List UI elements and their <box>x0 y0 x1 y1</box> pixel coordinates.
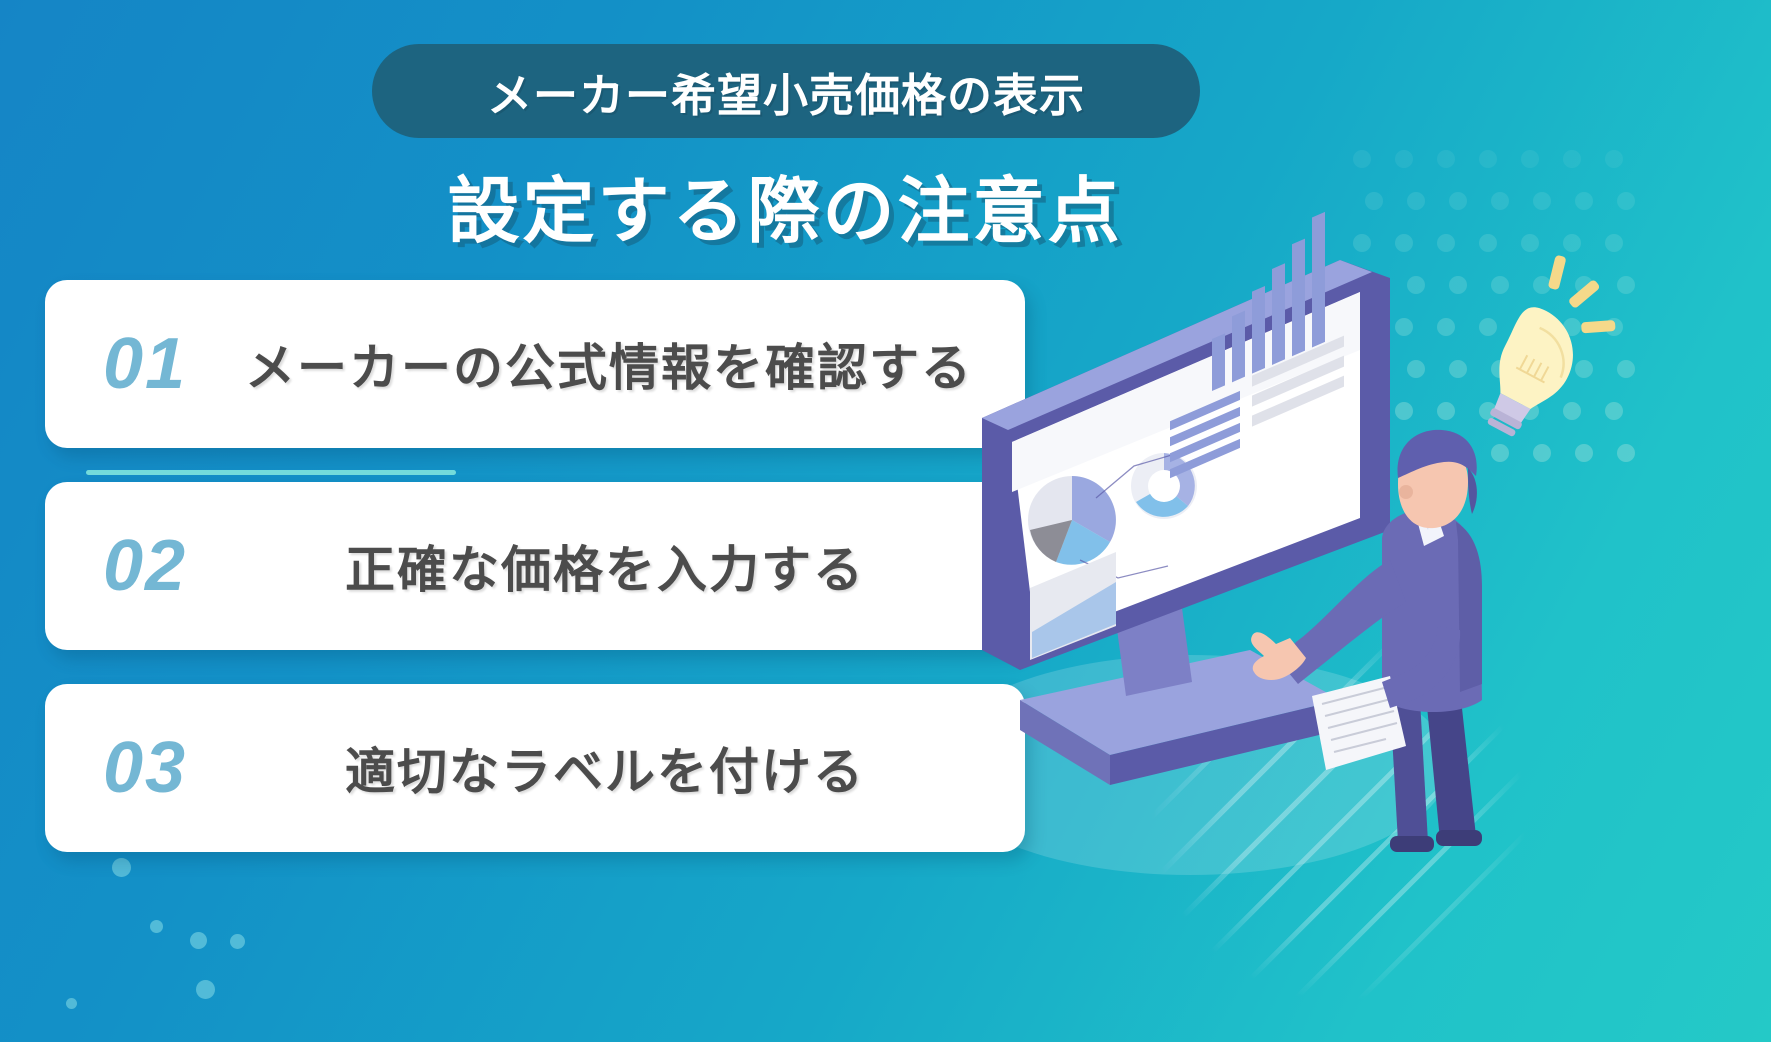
decor-dot <box>190 932 207 949</box>
screen-area-chart <box>1030 552 1116 660</box>
decor-dot <box>1437 402 1455 420</box>
decor-dot <box>1617 360 1635 378</box>
decor-dot <box>1353 150 1371 168</box>
list-item-number: 02 <box>102 526 188 606</box>
decor-dot <box>66 998 77 1009</box>
list-item-number: 01 <box>102 324 188 404</box>
decor-dot <box>1617 276 1635 294</box>
decor-dot <box>1395 402 1413 420</box>
decor-dot <box>1437 318 1455 336</box>
decor-dot <box>1479 318 1497 336</box>
decor-dot <box>1605 402 1623 420</box>
header-badge: メーカー希望小売価格の表示 <box>372 44 1200 138</box>
screen-text-lines <box>1170 335 1344 479</box>
header-badge-label: メーカー希望小売価格の表示 <box>486 69 1085 121</box>
list-item-label: 適切なラベルを付ける <box>345 744 865 800</box>
list-item-03: 03 適切なラベルを付ける <box>45 684 1025 852</box>
decor-dot <box>1491 276 1509 294</box>
list-item-label: 正確な価格を入力する <box>345 542 865 598</box>
idea-lightbulb <box>1487 255 1616 437</box>
decor-dot <box>1449 192 1467 210</box>
decor-dot <box>1617 444 1635 462</box>
decor-dot <box>1479 150 1497 168</box>
document-paper <box>1312 676 1406 770</box>
decor-dot <box>1491 192 1509 210</box>
illustration-businessman-dashboard <box>920 211 1680 870</box>
decor-dot <box>1449 276 1467 294</box>
decor-dot <box>112 858 131 877</box>
decor-dot <box>1563 150 1581 168</box>
decor-dot <box>1395 234 1413 252</box>
decor-dot <box>1365 192 1383 210</box>
decor-dot <box>1605 150 1623 168</box>
decor-dot <box>1521 234 1539 252</box>
decor-dot <box>1437 150 1455 168</box>
decor-dot <box>1353 234 1371 252</box>
decor-dot <box>1575 444 1593 462</box>
decor-dot <box>1395 318 1413 336</box>
businessman-figure <box>1251 429 1482 852</box>
page-title: 設定する際の注意点 <box>447 172 1123 252</box>
decor-dot <box>1407 360 1425 378</box>
decor-dot <box>1563 318 1581 336</box>
decor-dot <box>150 920 163 933</box>
decor-dot <box>230 934 245 949</box>
decor-dot <box>1521 150 1539 168</box>
decor-dot <box>1563 402 1581 420</box>
screen-pie-chart <box>1028 476 1116 565</box>
decor-dot <box>1533 444 1551 462</box>
decor-dot <box>1533 192 1551 210</box>
desktop-monitor <box>982 211 1390 670</box>
decor-dot <box>1407 192 1425 210</box>
decor-dot <box>1479 234 1497 252</box>
screen-bar-chart <box>1212 211 1325 392</box>
list-item-number: 03 <box>102 728 188 808</box>
decor-dot <box>1491 444 1509 462</box>
decor-dot <box>1395 150 1413 168</box>
decor-dot <box>1575 192 1593 210</box>
list-item-02: 02 正確な価格を入力する <box>45 482 1025 650</box>
lightbulb-rays <box>1548 255 1616 334</box>
decor-dot <box>1437 234 1455 252</box>
decor-dot <box>1575 360 1593 378</box>
decor-dot <box>1617 192 1635 210</box>
list-item-01: 01 メーカーの公式情報を確認する <box>45 280 1025 448</box>
list-item-label: メーカーの公式情報を確認する <box>245 340 973 396</box>
decor-dot <box>1449 360 1467 378</box>
decor-dot <box>1605 234 1623 252</box>
decor-dot <box>1563 234 1581 252</box>
decor-dot <box>1407 276 1425 294</box>
decor-dot <box>1533 276 1551 294</box>
decor-dot <box>196 980 215 999</box>
section-divider <box>86 470 456 475</box>
